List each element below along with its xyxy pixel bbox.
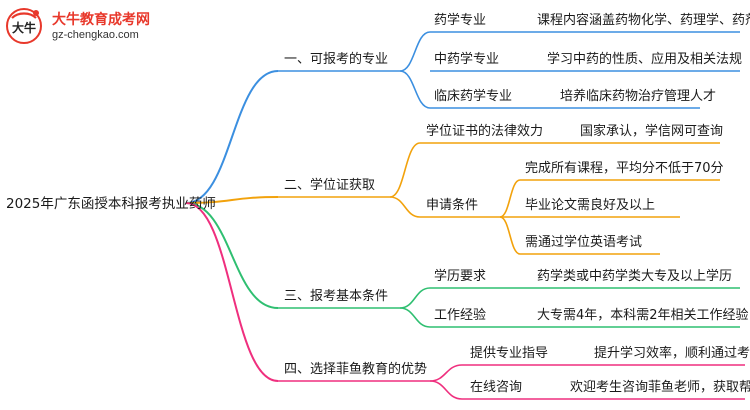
b2-child-2-detail-2: 毕业论文需良好及以上 [525,198,656,213]
logo-mark-text: 大牛 [12,20,36,35]
b1-child-1-detail: 课程内容涵盖药物化学、药理学、药剂学 [537,13,750,28]
root-topic: 2025年广东函授本科报考执业药师 [6,196,216,212]
logo-title: 大牛教育成考网 [52,12,150,28]
bull-logo-icon: 大牛 [6,8,42,44]
b3-child-2-connector [399,307,431,328]
b4-child-1-connector [429,364,463,382]
b1-child-3-label: 临床药学专业 [434,89,513,104]
b4-child-1-detail: 提升学习效率，顺利通过考试 [594,346,750,361]
b3-child-1-label: 学历要求 [434,269,487,284]
b2-child-1-detail: 国家承认，学信网可查询 [580,124,724,139]
branch-2-connector [185,196,279,204]
b2-child-2-detail-3: 需通过学位英语考试 [525,235,643,250]
b4-child-2-connector [429,380,463,400]
branch-1-connector [185,70,279,204]
b4-child-2-detail: 欢迎考生咨询菲鱼老师，获取帮助 [570,380,750,395]
b3-child-1-detail: 药学类或中药学类大专及以上学历 [537,269,733,284]
b1-child-3-detail: 培养临床药物治疗管理人才 [560,89,717,104]
b4-child-2-label: 在线咨询 [470,380,523,395]
b2-child-2-label: 申请条件 [426,198,479,213]
b2-child-1-connector [389,142,421,198]
b1-child-3-connector [399,70,431,109]
b2-child-2-detail-1: 完成所有课程，平均分不低于70分 [525,161,724,176]
b2-child-1-label: 学位证书的法律效力 [426,124,544,139]
branch-4-label: 四、选择菲鱼教育的优势 [284,362,428,377]
branch-3-connector [185,202,279,309]
b2-child-2-connector [389,196,421,218]
b4-child-1-label: 提供专业指导 [470,346,549,361]
b3-child-2-label: 工作经验 [434,308,487,323]
b2-detail-1-connector [499,179,521,218]
b1-child-2-label: 中药学专业 [434,52,500,67]
branch-1-label: 一、可报考的专业 [284,52,389,67]
b3-child-2-detail: 大专需4年，本科需2年相关工作经验 [537,308,749,323]
site-logo: 大牛 大牛教育成考网 gz-chengkao.com [4,4,184,48]
branch-3-label: 三、报考基本条件 [284,289,389,304]
b1-child-2-detail: 学习中药的性质、应用及相关法规 [547,52,743,67]
b3-child-1-connector [399,287,431,309]
b1-child-1-connector [399,31,431,72]
logo-url: gz-chengkao.com [52,29,139,41]
b2-detail-3-connector [499,216,521,255]
branch-4-connector [185,202,279,382]
branch-2-label: 二、学位证获取 [284,178,376,193]
b1-child-1-label: 药学专业 [434,13,487,28]
